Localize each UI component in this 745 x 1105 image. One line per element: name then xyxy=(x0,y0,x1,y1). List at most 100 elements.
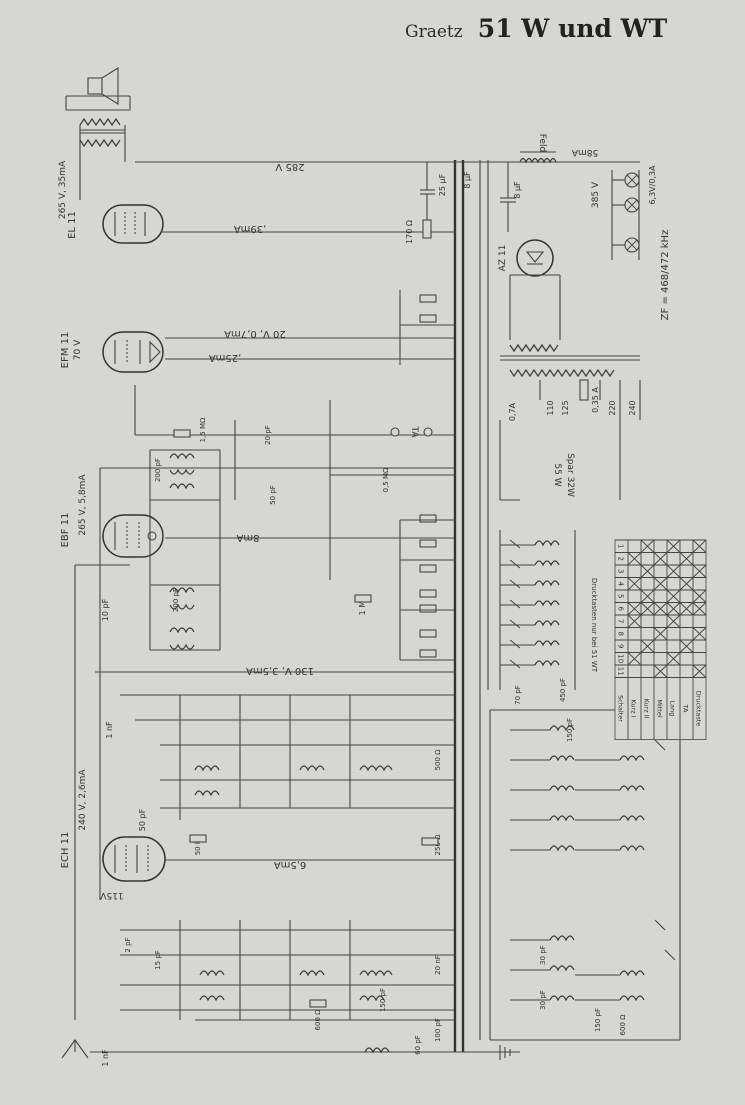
label-ebf11: EBF 11 xyxy=(60,513,71,548)
label-1nf-ant: 1 nF xyxy=(101,1049,110,1067)
label-150pf-c: 150 pF xyxy=(594,1008,602,1032)
label-125: 125 xyxy=(561,400,570,415)
switch-table-cross xyxy=(679,639,694,653)
switch-table-cross xyxy=(692,602,707,616)
switch-table-cross xyxy=(692,539,707,553)
brand-label: Graetz xyxy=(405,22,463,42)
label-07a: 0,7A xyxy=(508,402,517,421)
switch-table-col-number: 6 xyxy=(617,607,625,612)
switch-table-cross xyxy=(666,564,681,578)
label-15pf: 15 pF xyxy=(154,950,162,970)
label-zf: ZF = 468/472 kHz xyxy=(660,230,671,321)
label-15mohm: 1,5 MΩ xyxy=(199,417,207,442)
switch-table-cross xyxy=(692,664,707,678)
label-150pf-a: 150 pF xyxy=(379,988,387,1012)
tuning-coil-bank xyxy=(489,709,681,1041)
switch-table-cross xyxy=(627,552,642,566)
switch-table-cross xyxy=(666,614,681,628)
switch-table-cross xyxy=(640,639,655,653)
switch-table-cross xyxy=(653,552,668,566)
antenna-icon xyxy=(61,1039,89,1059)
switch-table-cross xyxy=(666,539,681,553)
label-220: 220 xyxy=(608,400,617,415)
label-285v: 285 V xyxy=(275,161,304,172)
switch-table-cross xyxy=(679,552,694,566)
label-ebf11-current: 8mA xyxy=(236,532,259,543)
label-1nf: 1 nF xyxy=(105,721,114,739)
switch-table-cross xyxy=(640,539,655,553)
mains-transformer xyxy=(499,343,641,501)
label-efm11: EFM 11 xyxy=(60,332,71,369)
output-transformer xyxy=(79,117,126,200)
switch-table-col-number: 7 xyxy=(617,619,625,623)
label-130v: 130 V, 3,5mA xyxy=(246,665,314,676)
switch-table-cross xyxy=(640,589,655,603)
label-200pf-a: 200 pF xyxy=(154,458,162,482)
label-65ma: 6,5mA xyxy=(274,859,307,870)
label-el11-side: 265 V, 35mA xyxy=(58,160,68,219)
speaker-icon xyxy=(65,67,131,111)
switch-table-col-number: 8 xyxy=(617,632,625,636)
field-coil xyxy=(519,151,557,164)
switch-table-col-number: 11 xyxy=(617,667,625,676)
label-600ohm: 600 Ω xyxy=(314,1009,322,1031)
decoupling-ladder xyxy=(399,290,455,661)
resistor-50k xyxy=(189,834,207,843)
switch-table-cross xyxy=(679,602,694,616)
label-ebf-side: 265 V, 5,8mA xyxy=(78,474,88,536)
tube-efm11 xyxy=(102,331,164,373)
switch-table-col-number: 2 xyxy=(617,557,625,561)
label-60pf: 60 pF xyxy=(414,1035,422,1055)
switch-table-row-label: Drucktaste xyxy=(695,691,703,727)
label-20nf: 20 nF xyxy=(434,955,442,975)
switch-table-col-number: 4 xyxy=(617,582,625,587)
switch-table-header-label: Schalter xyxy=(617,695,625,722)
label-70pf: 70 pF xyxy=(514,685,522,705)
label-50pf-b: 50 pF xyxy=(138,808,147,831)
label-efm11-current: 20 V, 0,7mA xyxy=(224,328,286,339)
resistor-600 xyxy=(309,999,327,1008)
switch-table-col-number: 3 xyxy=(617,569,625,573)
switch-table-row-label: Kurz II xyxy=(643,698,651,718)
switch-table-row-label: Lang xyxy=(669,701,677,717)
label-30pf-b: 30 pF xyxy=(539,990,547,1010)
resistor-15m xyxy=(173,429,191,438)
switch-table-cross xyxy=(653,602,668,616)
switch-table-cross xyxy=(627,602,642,616)
rectifier-az11 xyxy=(509,239,561,340)
switch-table-cross xyxy=(666,602,681,616)
label-100pf: 100 pF xyxy=(434,1018,442,1042)
switch-table-cross xyxy=(653,664,668,678)
switch-table-col-number: 10 xyxy=(617,654,625,663)
switch-table-cross xyxy=(692,627,707,641)
label-el11: EL 11 xyxy=(67,211,78,239)
switch-table-col-number: 5 xyxy=(617,594,625,598)
switch-table-cross xyxy=(640,564,655,578)
label-25uf: 25 μF xyxy=(438,173,447,196)
switch-table-cross xyxy=(653,577,668,591)
switch-table-cross xyxy=(627,652,642,666)
label-8uf: 8 μF xyxy=(463,171,472,189)
switch-table-cross xyxy=(640,602,655,616)
label-385v: 385 V xyxy=(591,181,601,208)
label-035a: 0,35 A xyxy=(591,387,600,413)
switch-table-cross xyxy=(666,589,681,603)
label-50pf: 50 pF xyxy=(269,485,277,505)
lamp-icon xyxy=(611,170,640,260)
label-lamps: 6,3V/0,3A xyxy=(648,165,657,205)
switch-table-cross xyxy=(666,652,681,666)
resistor-1m xyxy=(354,594,372,603)
label-spar: Spar 32W xyxy=(565,453,575,497)
ground-icon xyxy=(499,1045,511,1060)
label-ech-bottom: 115V xyxy=(99,890,123,900)
switch-table-cross xyxy=(627,577,642,591)
tube-ech11 xyxy=(102,836,166,882)
label-20pf: 20 pF xyxy=(264,425,272,445)
label-ech-side: 240 V, 2,6mA xyxy=(78,769,88,831)
page-header: Graetz 51 W und WT xyxy=(405,14,735,48)
label-10pf: 10 pF xyxy=(101,598,110,621)
tuner-coils xyxy=(120,694,455,1054)
switch-table-col-number: 1 xyxy=(617,544,625,548)
